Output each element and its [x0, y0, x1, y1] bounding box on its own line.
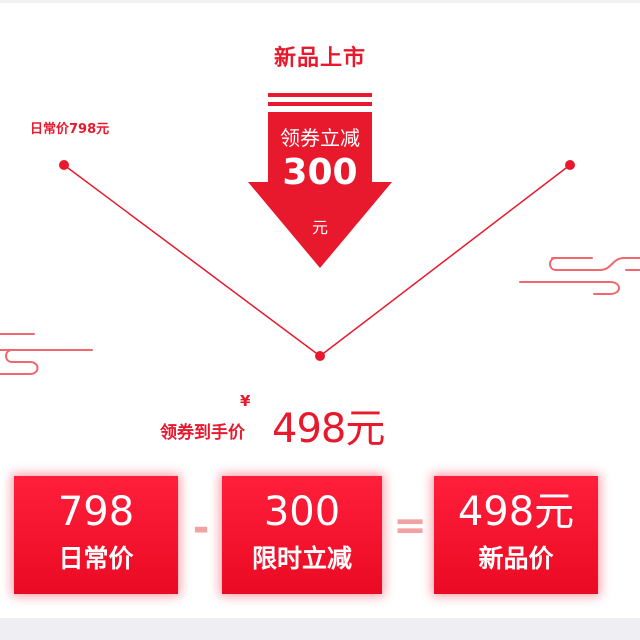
v-line-right	[319, 164, 571, 357]
top-border	[0, 0, 640, 3]
daily-price-label: 日常价798元	[30, 122, 110, 137]
cloud-decor-right	[519, 257, 640, 295]
dot-right	[565, 160, 575, 170]
cloud-decor-left	[0, 333, 93, 375]
equals-operator: =	[393, 503, 427, 549]
final-price-label: 领券到手价	[160, 423, 245, 443]
minus-operator: -	[192, 505, 210, 551]
new-arrival-title: 新品上市	[273, 46, 366, 71]
limited-discount-label: 限时立减	[251, 544, 352, 573]
arrow-stripe-1	[268, 93, 372, 97]
dot-left	[59, 160, 69, 170]
arrow-stripe-2	[268, 102, 372, 106]
daily-price-value: 798	[57, 489, 135, 535]
dot-bottom	[315, 351, 325, 361]
limited-discount-box: 300 限时立减	[222, 476, 382, 594]
new-price-box: 498元 新品价	[434, 476, 598, 594]
currency-symbol: ¥	[240, 392, 251, 410]
coupon-discount-amount: 300	[282, 152, 358, 193]
daily-price-box: 798 日常价	[14, 476, 178, 594]
new-price-value: 498元	[457, 489, 575, 535]
daily-price-box-label: 日常价	[58, 544, 134, 573]
new-price-label: 新品价	[478, 544, 554, 573]
coupon-discount-unit: 元	[311, 218, 328, 237]
coupon-arrow-shape	[248, 112, 392, 268]
limited-discount-value: 300	[263, 489, 341, 535]
v-line-left	[63, 164, 321, 357]
final-price-value: 498元	[272, 406, 385, 452]
bottom-strip	[0, 618, 640, 640]
coupon-discount-label: 领券立减	[280, 126, 360, 150]
